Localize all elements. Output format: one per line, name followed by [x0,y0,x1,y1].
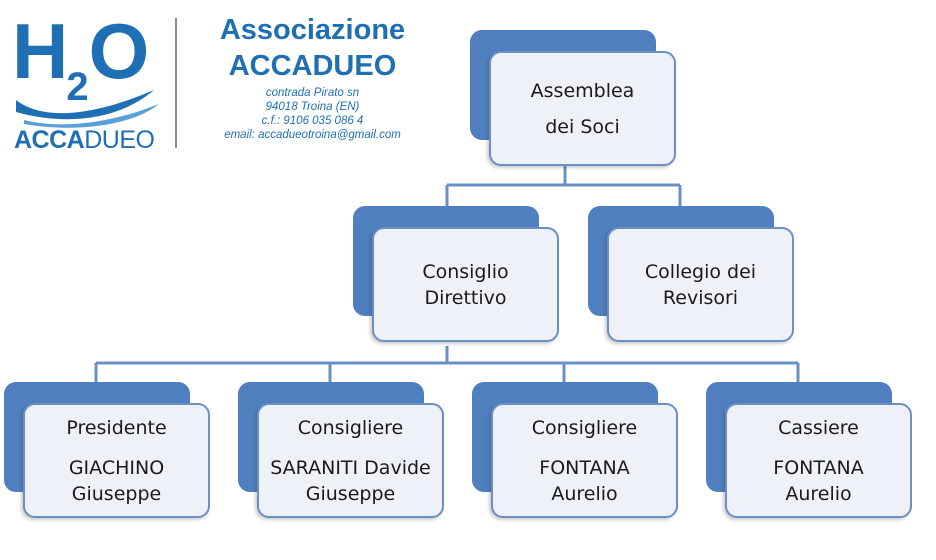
association-email: email: accadueotroina@gmail.com [224,129,401,141]
council-line1: Consiglio [422,260,509,283]
member-role: Presidente [66,416,167,439]
member-box-card: Cassiere FONTANA Aurelio [725,403,912,518]
logo-word-rest: DUEO [84,126,155,154]
accadueo-logo: H2O ACCADUEO [12,12,177,154]
member-name-line1: SARANITI Davide [270,456,431,479]
logo-o: O [88,7,150,95]
member-name-line1: FONTANA [773,456,864,479]
auditors-line1: Collegio dei [644,260,757,283]
association-header: Associazione ACCADUEO contrada Pirato sn… [200,12,425,142]
member-role: Cassiere [778,416,859,439]
assembly-line2: dei Soci [545,115,620,138]
member-box-card: Consigliere FONTANA Aurelio [491,403,678,518]
member-role: Consigliere [531,416,638,439]
auditors-line2: Revisori [662,286,739,309]
member-name-line2: Giuseppe [305,482,396,505]
wave-icon [16,90,159,128]
logo-h: H [12,7,68,95]
member-name-line2: Aurelio [551,482,618,505]
member-name-line1: GIACHINO [68,456,165,479]
assembly-box-card: Assemblea dei Soci [489,51,676,166]
logo-wordmark: ACCADUEO [14,126,155,154]
logo-divider [175,18,177,148]
logo-word-bold: ACCA [14,126,85,154]
association-tax-code: c.f.: 9106 035 086 4 [261,115,364,127]
association-address1: contrada Pirato sn [265,87,360,99]
association-name-line1: Associazione [219,14,406,46]
member-name-line2: Aurelio [785,482,852,505]
assembly-line1: Assemblea [530,79,635,102]
member-name-line2: Giuseppe [71,482,162,505]
member-role: Consigliere [297,416,404,439]
member-box-card: Presidente GIACHINO Giuseppe [23,403,210,518]
council-line2: Direttivo [424,286,507,309]
association-address2: 94018 Troina (EN) [265,101,360,113]
member-box-card: Consigliere SARANITI Davide Giuseppe [257,403,444,518]
h2o-logo-mark: H2O [12,12,149,109]
auditors-box-card: Collegio dei Revisori [607,227,794,342]
member-name-line1: FONTANA [539,456,630,479]
logo-two: 2 [66,65,88,109]
association-name-line2: ACCADUEO [228,50,397,82]
council-box-card: Consiglio Direttivo [372,227,559,342]
